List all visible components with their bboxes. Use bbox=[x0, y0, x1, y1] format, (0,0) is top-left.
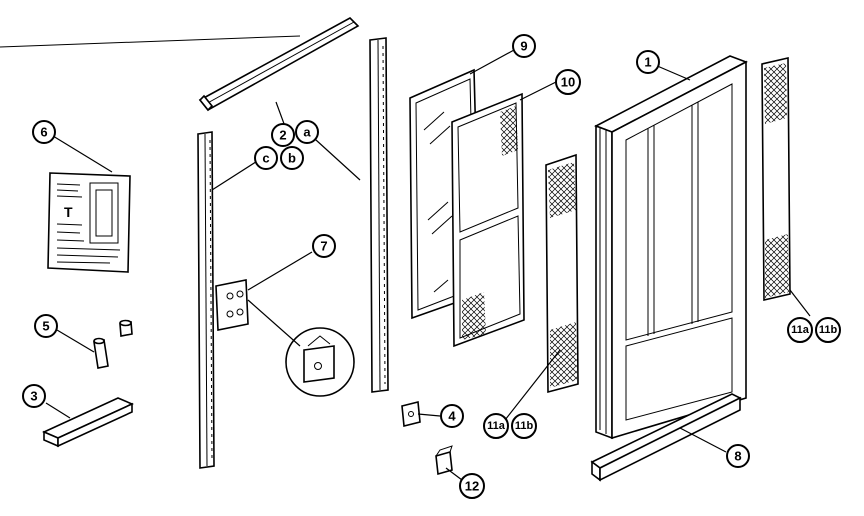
svg-text:12: 12 bbox=[465, 479, 479, 494]
svg-text:a: a bbox=[303, 125, 311, 140]
callout-11b-left: 11b bbox=[511, 413, 537, 439]
svg-text:1: 1 bbox=[644, 55, 651, 70]
edge-line bbox=[0, 35, 301, 48]
svg-text:5: 5 bbox=[42, 319, 49, 334]
svg-text:11a: 11a bbox=[487, 420, 506, 432]
card-letter: T bbox=[64, 204, 73, 220]
callout-2b: b bbox=[280, 146, 304, 170]
glazing-strip-left-part bbox=[545, 153, 579, 394]
svg-text:b: b bbox=[288, 151, 296, 166]
callout-5: 5 bbox=[34, 314, 58, 338]
card-door-illustration bbox=[89, 182, 119, 244]
caps-part bbox=[93, 319, 133, 369]
latch-plate-part bbox=[401, 400, 421, 428]
svg-text:6: 6 bbox=[40, 125, 47, 140]
callout-2c: c bbox=[254, 146, 278, 170]
callout-2a: a bbox=[295, 120, 319, 144]
screen-panel-part bbox=[451, 92, 525, 348]
svg-text:c: c bbox=[262, 151, 269, 166]
callout-7: 7 bbox=[312, 234, 336, 258]
door-frame-part bbox=[594, 55, 748, 440]
callout-11a-right: 11a bbox=[787, 317, 813, 343]
callout-4: 4 bbox=[440, 404, 464, 428]
svg-text:10: 10 bbox=[561, 75, 575, 90]
instruction-card-part: T bbox=[47, 172, 131, 273]
callout-12: 12 bbox=[459, 473, 485, 499]
svg-text:9: 9 bbox=[520, 39, 527, 54]
bottom-expander-part bbox=[590, 393, 742, 482]
top-channel-part bbox=[198, 17, 360, 112]
svg-text:11b: 11b bbox=[819, 324, 838, 336]
svg-text:11b: 11b bbox=[515, 420, 534, 432]
svg-text:11a: 11a bbox=[791, 324, 810, 336]
hinge-detail-circle bbox=[285, 327, 355, 397]
svg-text:3: 3 bbox=[30, 389, 37, 404]
svg-text:4: 4 bbox=[448, 409, 456, 424]
right-channel-part bbox=[369, 37, 389, 393]
svg-text:7: 7 bbox=[320, 239, 327, 254]
callout-9: 9 bbox=[512, 34, 536, 58]
svg-text:2: 2 bbox=[279, 128, 286, 143]
callout-11b-right: 11b bbox=[815, 317, 841, 343]
callout-1: 1 bbox=[636, 50, 660, 74]
bracket-part bbox=[435, 445, 453, 476]
callout-6: 6 bbox=[32, 120, 56, 144]
callout-8: 8 bbox=[726, 444, 750, 468]
glazing-strip-right-part bbox=[761, 56, 791, 302]
sweep-part bbox=[42, 397, 134, 448]
hinge-plate-part bbox=[215, 279, 249, 331]
callout-10: 10 bbox=[555, 69, 581, 95]
callout-2: 2 bbox=[271, 123, 295, 147]
svg-text:8: 8 bbox=[734, 449, 741, 464]
left-channel-part bbox=[197, 131, 215, 469]
callout-3: 3 bbox=[22, 384, 46, 408]
callout-11a-left: 11a bbox=[483, 413, 509, 439]
